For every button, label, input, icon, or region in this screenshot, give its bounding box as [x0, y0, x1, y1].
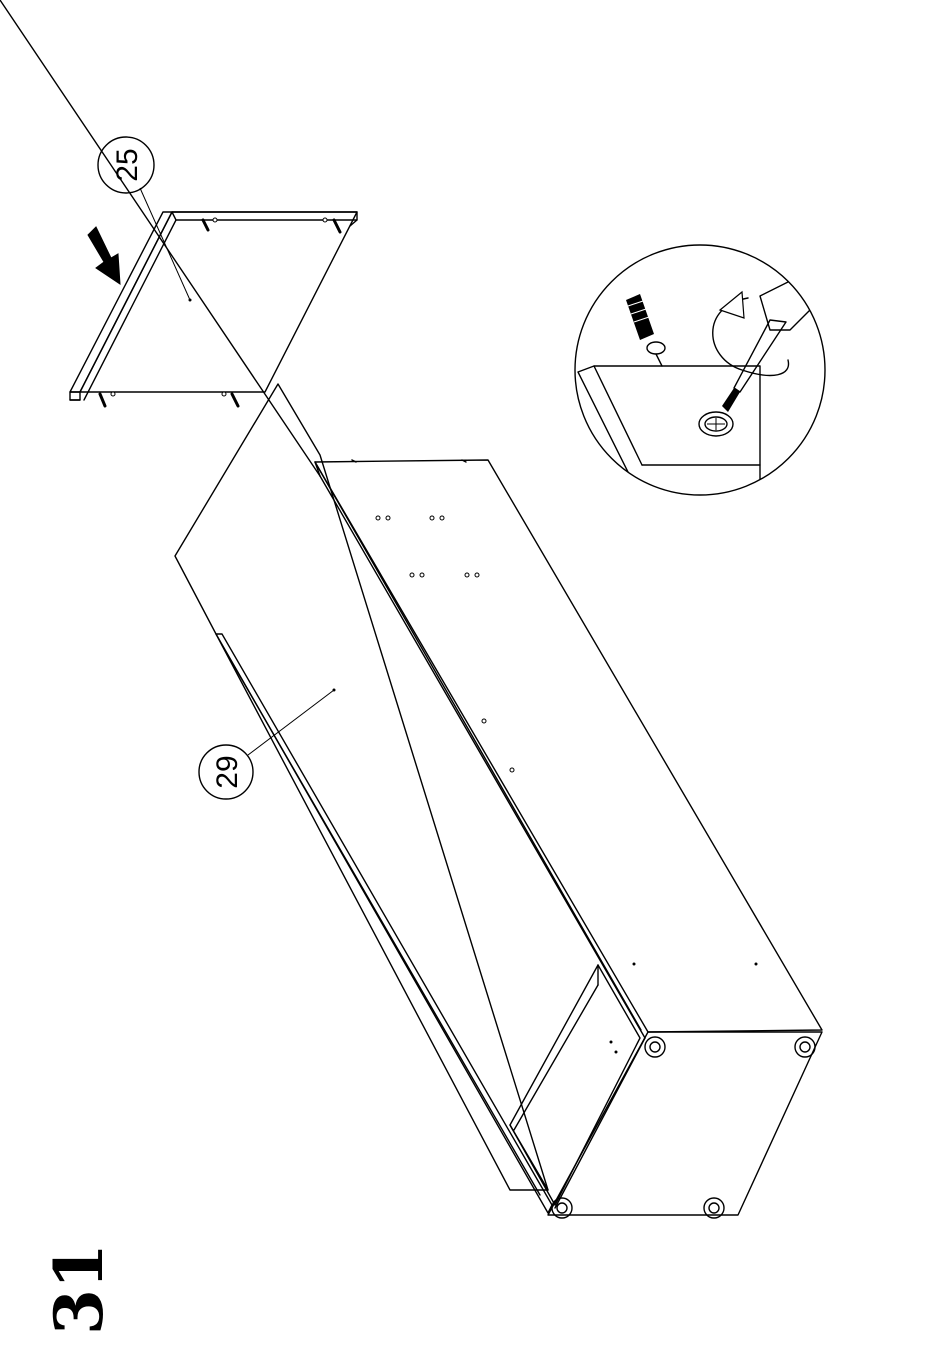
screwdriver [713, 276, 830, 412]
part-29-label: 29 [211, 755, 244, 788]
cabinet-body [0, 0, 822, 1218]
insert-direction-arrow-icon [88, 227, 120, 284]
cabinet-foot [645, 1037, 665, 1057]
part-25-label: 25 [111, 148, 144, 181]
part-25-panel [70, 212, 357, 406]
cam-lock [699, 412, 733, 436]
cam-screw [626, 294, 665, 366]
screwdriver-detail-icon [575, 245, 830, 500]
cabinet-foot [795, 1037, 815, 1057]
step-number: 31 [40, 1243, 118, 1335]
part-29-callout: 29 [199, 690, 334, 799]
